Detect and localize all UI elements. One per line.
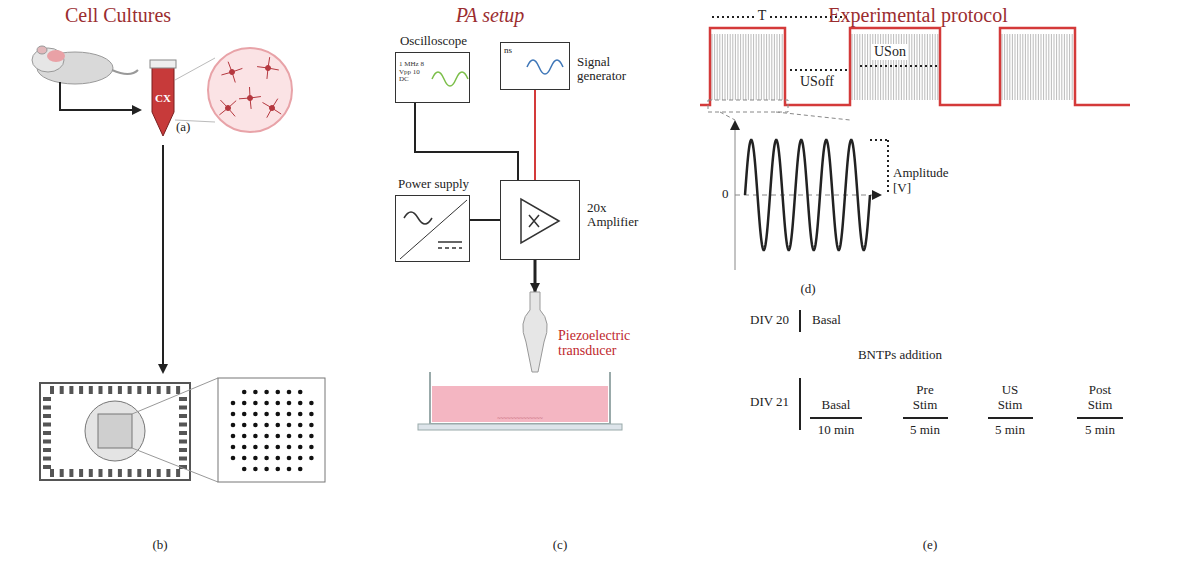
signal-generator-box: nsSignal generator	[500, 42, 570, 90]
zoom-lines	[708, 100, 850, 120]
timeline-bars	[800, 310, 1123, 430]
amplifier-box: 20x Amplifier	[500, 180, 580, 260]
wire	[415, 103, 518, 180]
node-label: Piezoelectric transducer	[558, 328, 648, 359]
label: DIV 21	[750, 395, 789, 410]
label: USon	[872, 44, 908, 60]
node-label: ns	[504, 46, 524, 56]
wire	[470, 219, 500, 221]
label: Amplitude [V]	[893, 166, 963, 196]
arrow	[60, 82, 140, 110]
label: 0	[722, 187, 729, 202]
power-supply-box: Power supply	[395, 195, 470, 262]
label: US Stim	[988, 383, 1032, 413]
panel-title: Cell Cultures	[65, 4, 171, 27]
wire	[534, 260, 537, 292]
label: (a)	[176, 120, 190, 135]
square-wave	[700, 28, 1130, 105]
label: T	[758, 8, 767, 24]
label: (e)	[923, 538, 937, 553]
sine-wave	[745, 140, 870, 250]
node-label: CX	[152, 92, 174, 104]
panel-title: PA setup	[456, 4, 525, 27]
axes	[735, 122, 880, 270]
zoom-line	[175, 58, 215, 80]
culture-dish: ~~~~~~~~~~~~~~	[418, 372, 622, 430]
arrow	[162, 145, 164, 372]
wire	[534, 90, 536, 180]
label: (b)	[152, 538, 167, 553]
neurons	[219, 57, 281, 118]
node-label: Oscilloscope	[376, 34, 491, 48]
tube: CX	[148, 60, 178, 140]
transducer: Piezoelectric transducer	[500, 292, 650, 372]
panel-title: Experimental protocol	[828, 4, 1007, 27]
node-text: Signal generator	[577, 55, 647, 84]
label: (c)	[553, 538, 567, 553]
node-icon	[396, 196, 471, 263]
label: Basal	[812, 313, 841, 328]
neuron-zoom	[208, 48, 292, 132]
label: Post Stim	[1078, 383, 1122, 413]
oscilloscope-box: Oscilloscope1 MHz 8 Vpp 10 DC	[395, 52, 470, 103]
label: BNTPs addition	[858, 348, 942, 363]
node-label: Power supply	[376, 177, 491, 191]
label: Pre Stim	[903, 383, 947, 413]
label: (d)	[800, 282, 815, 297]
svg-text:~~~~~~~~~~~~~~: ~~~~~~~~~~~~~~	[497, 415, 543, 421]
label: DIV 20	[750, 313, 789, 328]
node-icon	[501, 181, 581, 261]
mea-chip	[40, 378, 325, 482]
label: 5 min	[1085, 423, 1115, 438]
us-burst	[712, 34, 1072, 100]
label: 5 min	[910, 423, 940, 438]
label: 5 min	[995, 423, 1025, 438]
node-text: 1 MHz 8 Vpp 10 DC	[399, 61, 427, 84]
label: USoff	[800, 74, 834, 90]
mouse	[32, 46, 138, 84]
node-label: 20x Amplifier	[587, 201, 657, 230]
label: 10 min	[818, 423, 854, 438]
label: Basal	[822, 398, 851, 413]
